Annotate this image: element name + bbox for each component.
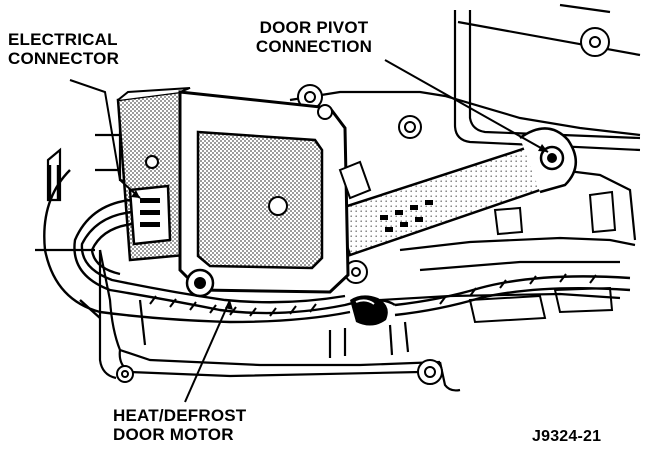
label-door-motor-line2: DOOR MOTOR xyxy=(113,425,234,444)
label-door-pivot-line2: CONNECTION xyxy=(255,37,373,56)
housing-slots xyxy=(468,190,617,324)
motor-output-tab xyxy=(338,160,372,200)
housing-outline xyxy=(35,3,641,392)
leader-electrical-connector xyxy=(69,79,141,199)
wire-twist-marks xyxy=(149,273,597,317)
wire-harness xyxy=(43,165,631,324)
arrow-door-motor xyxy=(225,300,233,310)
wire-clip xyxy=(350,295,388,326)
label-electrical-connector: ELECTRICAL CONNECTOR xyxy=(8,30,119,68)
door-motor-body xyxy=(178,90,350,298)
label-electrical-connector-line1: ELECTRICAL xyxy=(8,30,118,49)
leader-door-pivot xyxy=(384,59,549,153)
label-door-motor-line1: HEAT/DEFROST xyxy=(113,406,247,425)
arrow-electrical-connector xyxy=(131,190,140,198)
label-door-pivot-connection: DOOR PIVOT CONNECTION xyxy=(230,18,398,56)
leader-door-motor xyxy=(184,299,231,403)
label-heat-defrost-door-motor: HEAT/DEFROST DOOR MOTOR xyxy=(113,406,246,444)
label-electrical-connector-line2: CONNECTOR xyxy=(8,49,120,68)
leader-lines xyxy=(69,59,549,403)
arrow-door-pivot xyxy=(538,144,548,152)
figure-id: J9324-21 xyxy=(532,428,602,445)
electrical-connector-plug xyxy=(128,155,172,246)
label-door-pivot-line1: DOOR PIVOT xyxy=(259,18,369,37)
